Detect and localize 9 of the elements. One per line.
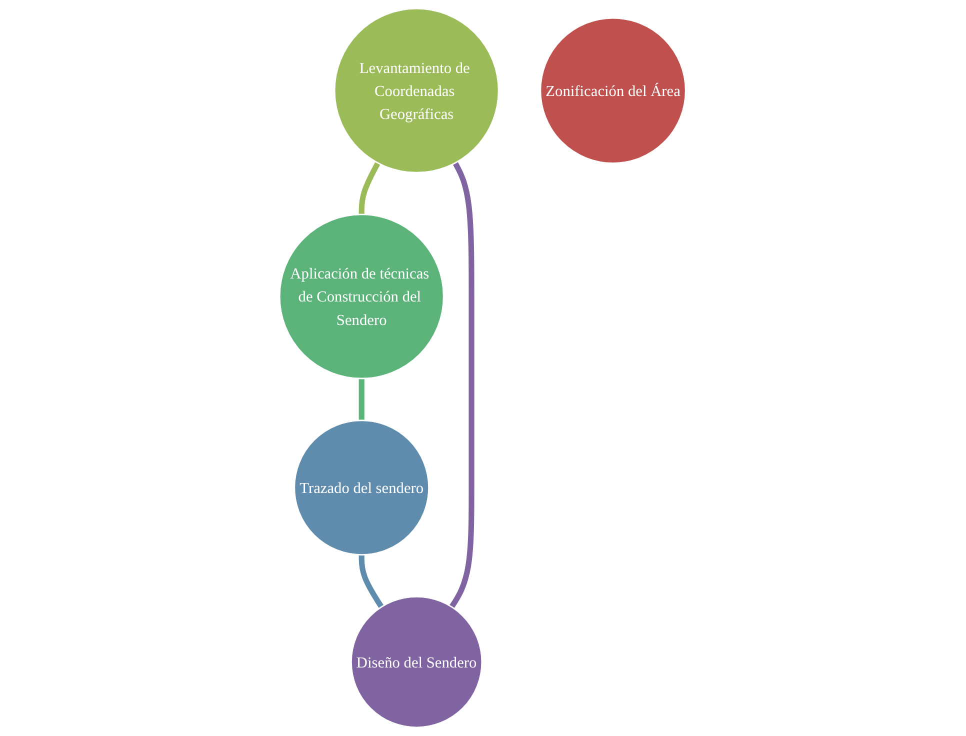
node-circle: Zonificación del Área	[540, 17, 687, 164]
connector	[359, 162, 381, 214]
node-circle: Trazado del sendero	[294, 420, 430, 556]
connector	[450, 162, 475, 608]
node-circle: Levantamiento de Coordenadas Geográficas	[334, 8, 500, 174]
node-circle: Diseño del Sendero	[350, 596, 484, 728]
node-circle: Aplicación de técnicas de Construcción del Sendero	[279, 214, 445, 380]
connector	[359, 554, 384, 608]
connector	[359, 378, 365, 420]
